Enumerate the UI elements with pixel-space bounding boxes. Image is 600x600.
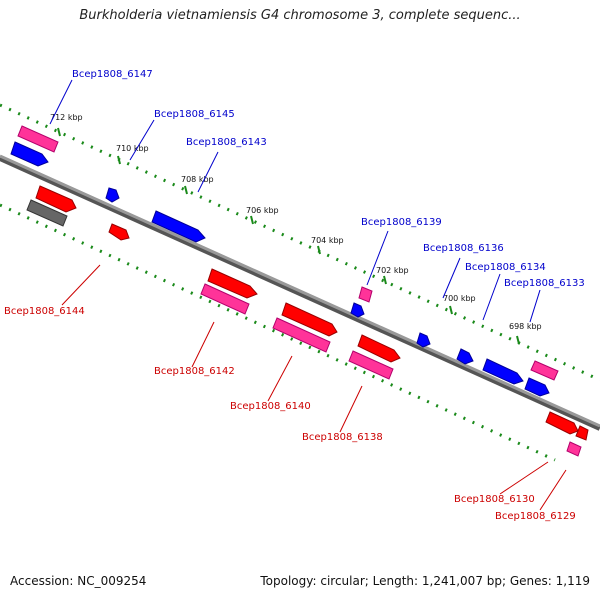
gene-bcep1808-6146[interactable] bbox=[10, 141, 49, 167]
tick-label: 708 kbp bbox=[181, 175, 214, 184]
gene-label-top[interactable]: Bcep1808_6136 bbox=[423, 243, 504, 254]
gene-bcep1808-6139[interactable] bbox=[358, 286, 373, 303]
tick-mark bbox=[117, 155, 121, 165]
gene-bcep1808-6137[interactable] bbox=[350, 302, 365, 318]
tick-label: 702 kbp bbox=[376, 266, 409, 275]
gene-label-top[interactable]: Bcep1808_6139 bbox=[361, 217, 442, 228]
leader-line bbox=[197, 151, 219, 193]
gene-bcep1808-6130a[interactable] bbox=[545, 411, 579, 435]
gene-bcep1808-6140[interactable] bbox=[272, 317, 331, 353]
gene-bcep1808-6132[interactable] bbox=[524, 377, 550, 397]
gene-label-top[interactable]: Bcep1808_6147 bbox=[72, 69, 153, 80]
tick-mark bbox=[449, 305, 453, 315]
leader-line bbox=[339, 385, 363, 433]
gene-bcep1808-6144[interactable] bbox=[26, 199, 68, 227]
leader-line bbox=[539, 469, 567, 511]
gene-label-bottom[interactable]: Bcep1808_6140 bbox=[230, 401, 311, 412]
tick-label: 704 kbp bbox=[311, 236, 344, 245]
lower-scale-track bbox=[0, 203, 556, 462]
gene-bcep1808-6135[interactable] bbox=[456, 348, 474, 365]
gene-label-top[interactable]: Bcep1808_6134 bbox=[465, 262, 546, 273]
gene-label-bottom[interactable]: Bcep1808_6144 bbox=[4, 306, 85, 317]
upper-scale-track bbox=[0, 103, 600, 382]
tick-label: 706 kbp bbox=[246, 206, 279, 215]
leader-line bbox=[366, 230, 389, 286]
gene-bcep1808-6144a[interactable] bbox=[35, 185, 77, 213]
gene-label-bottom[interactable]: Bcep1808_6129 bbox=[495, 511, 576, 522]
accession-text: Accession: NC_009254 bbox=[10, 574, 147, 588]
tick-label: 712 kbp bbox=[50, 113, 83, 122]
leader-line bbox=[191, 321, 215, 368]
gene-label-top[interactable]: Bcep1808_6145 bbox=[154, 109, 235, 120]
leader-line bbox=[529, 289, 541, 323]
gene-bcep1808-6136[interactable] bbox=[416, 332, 431, 348]
gene-bcep1808-6138[interactable] bbox=[348, 350, 394, 380]
tick-mark bbox=[184, 185, 188, 195]
map-title: Burkholderia vietnamiensis G4 chromosome… bbox=[79, 8, 521, 23]
gene-bcep1808-6142a[interactable] bbox=[108, 223, 130, 241]
genes-above bbox=[10, 125, 559, 397]
leader-line bbox=[49, 79, 73, 125]
tick-label: 710 kbp bbox=[116, 144, 149, 153]
gene-bcep1808-6142[interactable] bbox=[200, 283, 250, 315]
gene-bcep1808-6140a[interactable] bbox=[281, 302, 338, 337]
gene-bcep1808-6134[interactable] bbox=[482, 358, 524, 385]
gene-label-bottom[interactable]: Bcep1808_6142 bbox=[154, 366, 235, 377]
gene-bcep1808-6138a[interactable] bbox=[357, 334, 401, 363]
leader-line bbox=[267, 355, 293, 402]
gene-bcep1808-6143[interactable] bbox=[151, 210, 206, 243]
tick-mark bbox=[317, 245, 321, 255]
sequence-summary: Topology: circular; Length: 1,241,007 bp… bbox=[260, 574, 590, 588]
gene-bcep1808-6129[interactable] bbox=[566, 441, 582, 457]
gene-bcep1808-6133[interactable] bbox=[530, 360, 559, 381]
gene-label-top[interactable]: Bcep1808_6133 bbox=[504, 278, 585, 289]
leader-line bbox=[442, 257, 461, 299]
chromosome-backbone-shadow bbox=[0, 155, 600, 431]
tick-mark bbox=[516, 335, 520, 345]
tick-mark bbox=[57, 127, 61, 137]
tick-mark bbox=[383, 275, 387, 285]
gene-label-top[interactable]: Bcep1808_6143 bbox=[186, 137, 267, 148]
genes-below bbox=[26, 185, 589, 457]
leader-line bbox=[61, 264, 101, 306]
tick-label: 700 kbp bbox=[443, 294, 476, 303]
gene-bcep1808-6142b[interactable] bbox=[207, 268, 258, 299]
gene-label-bottom[interactable]: Bcep1808_6138 bbox=[302, 432, 383, 443]
gene-label-bottom[interactable]: Bcep1808_6130 bbox=[454, 494, 535, 505]
tick-mark bbox=[250, 215, 254, 225]
tick-label: 698 kbp bbox=[509, 322, 542, 331]
chromosome-backbone bbox=[0, 154, 600, 428]
gene-bcep1808-6145[interactable] bbox=[105, 187, 120, 203]
gene-bcep1808-6147[interactable] bbox=[17, 125, 59, 153]
leader-line bbox=[482, 273, 501, 321]
leader-line bbox=[129, 119, 155, 161]
leader-line bbox=[499, 461, 549, 495]
gene-bcep1808-6131[interactable] bbox=[575, 425, 589, 441]
